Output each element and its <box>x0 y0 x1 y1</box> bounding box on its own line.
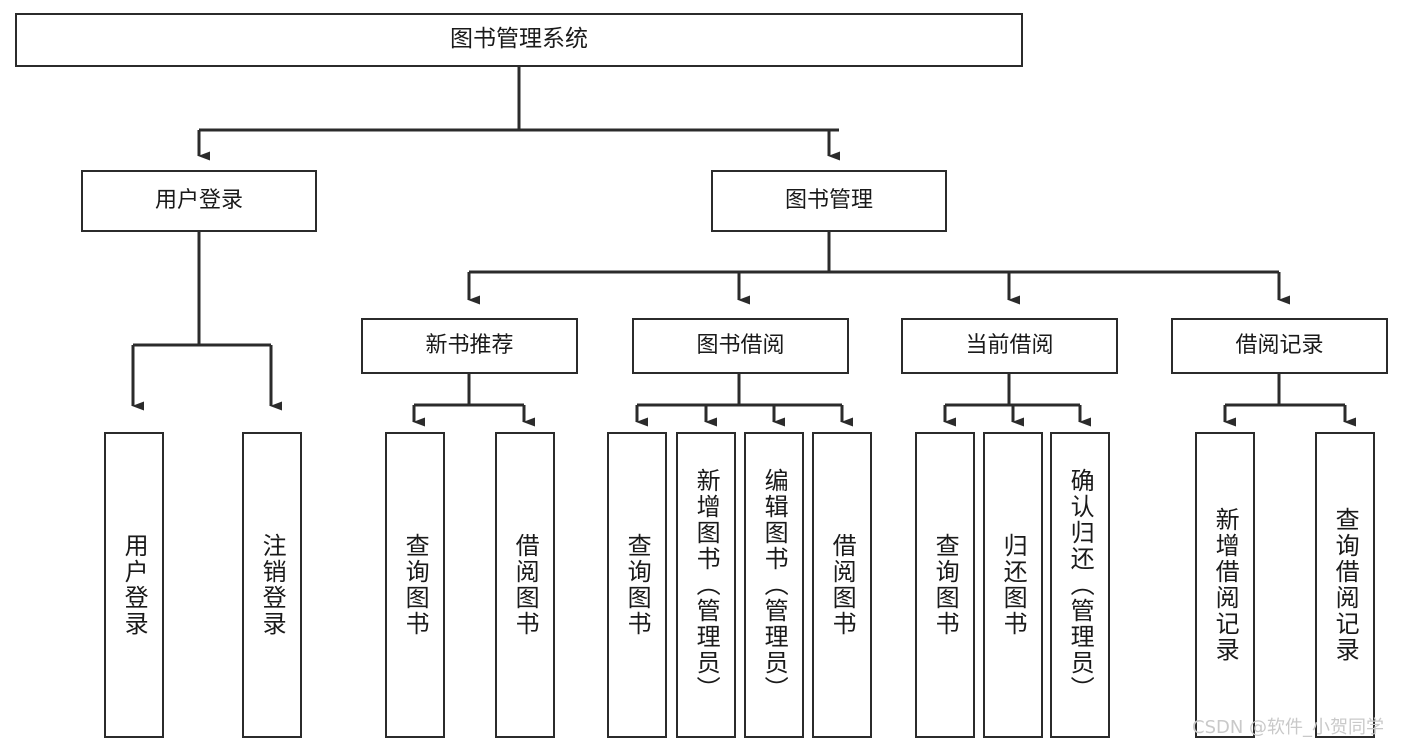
leaf-new-book-query[interactable]: 查询图书 <box>385 432 445 738</box>
leaf-label: 查询图书 <box>401 533 430 637</box>
node-current-borrow[interactable]: 当前借阅 <box>901 318 1118 374</box>
node-book-borrow[interactable]: 图书借阅 <box>632 318 849 374</box>
leaf-label: 编辑图书（管理员） <box>760 468 789 702</box>
leaf-current-return-book[interactable]: 归还图书 <box>983 432 1043 738</box>
leaf-label: 借阅图书 <box>828 533 857 637</box>
node-borrow-records[interactable]: 借阅记录 <box>1171 318 1388 374</box>
leaf-label: 注销登录 <box>258 533 287 637</box>
leaf-label: 归还图书 <box>999 533 1028 637</box>
leaf-new-book-borrow[interactable]: 借阅图书 <box>495 432 555 738</box>
node-user-login[interactable]: 用户登录 <box>81 170 317 232</box>
node-root-system[interactable]: 图书管理系统 <box>15 13 1023 67</box>
leaf-label: 查询图书 <box>931 533 960 637</box>
node-book-management[interactable]: 图书管理 <box>711 170 947 232</box>
leaf-borrow-query-book[interactable]: 查询图书 <box>607 432 667 738</box>
leaf-borrow-borrow-book[interactable]: 借阅图书 <box>812 432 872 738</box>
leaf-label: 查询借阅记录 <box>1331 507 1360 663</box>
leaf-label: 新增借阅记录 <box>1211 507 1240 663</box>
leaf-borrow-edit-book-admin[interactable]: 编辑图书（管理员） <box>744 432 804 738</box>
leaf-borrow-add-book-admin[interactable]: 新增图书（管理员） <box>676 432 736 738</box>
leaf-records-query-record[interactable]: 查询借阅记录 <box>1315 432 1375 738</box>
leaf-label: 用户登录 <box>120 533 149 637</box>
leaf-label: 借阅图书 <box>511 533 540 637</box>
leaf-user-login-logout[interactable]: 注销登录 <box>242 432 302 738</box>
leaf-label: 新增图书（管理员） <box>692 468 721 702</box>
leaf-current-query-book[interactable]: 查询图书 <box>915 432 975 738</box>
leaf-label: 确认归还（管理员） <box>1066 468 1095 702</box>
leaf-user-login-login[interactable]: 用户登录 <box>104 432 164 738</box>
leaf-current-confirm-return-admin[interactable]: 确认归还（管理员） <box>1050 432 1110 738</box>
csdn-watermark: CSDN @软件_小贺同学 <box>1192 717 1385 738</box>
node-new-book-recommend[interactable]: 新书推荐 <box>361 318 578 374</box>
leaf-records-add-record[interactable]: 新增借阅记录 <box>1195 432 1255 738</box>
leaf-label: 查询图书 <box>623 533 652 637</box>
